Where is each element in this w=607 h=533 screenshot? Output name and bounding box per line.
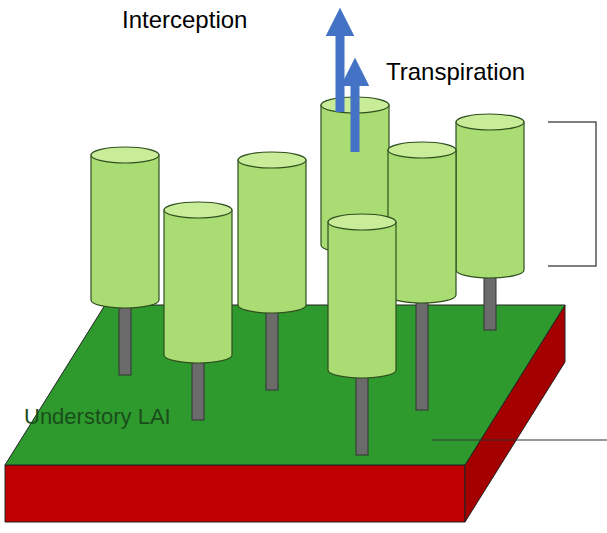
tree-trunk: [266, 305, 278, 390]
canopy-cylinder: [456, 122, 524, 278]
canopy-top: [91, 147, 159, 163]
layer-label: Understory LAI: [24, 406, 171, 428]
understory-surface: [5, 305, 565, 465]
canopy-bracket: [548, 122, 596, 266]
canopy-cylinder: [388, 150, 456, 303]
tree-trunk: [416, 295, 428, 410]
tree-trunk: [192, 355, 204, 420]
canopy-cylinder: [328, 222, 396, 378]
tree-group: [91, 97, 524, 455]
tree-trunk: [484, 270, 496, 330]
transpiration-arrow: [351, 72, 360, 152]
flux-label: Interception: [122, 8, 247, 32]
canopy-cylinder: [164, 210, 232, 363]
canopy-top: [456, 114, 524, 130]
canopy-top: [388, 142, 456, 158]
interception-arrow: [336, 22, 345, 112]
canopy-cylinder: [238, 160, 306, 313]
leader-line: [432, 439, 607, 440]
tree-trunk: [356, 370, 368, 455]
canopy-top: [164, 202, 232, 218]
flux-label: Transpiration: [386, 60, 525, 84]
soil-front: [5, 465, 465, 522]
tree-trunk: [119, 300, 131, 375]
canopy-top: [328, 214, 396, 230]
canopy-top: [238, 152, 306, 168]
canopy-cylinder: [91, 155, 159, 308]
